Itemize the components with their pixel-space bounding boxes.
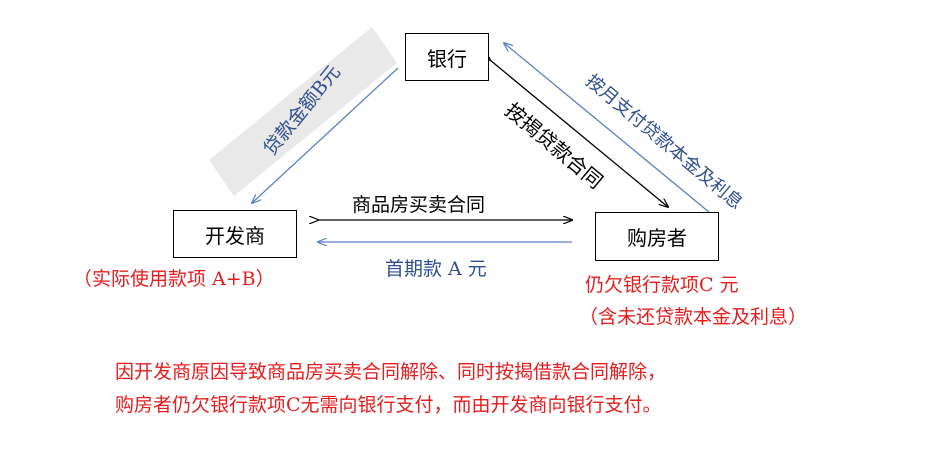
conclusion-line2: 购房者仍欠银行款项C无需向银行支付，而由开发商向银行支付。 [115, 394, 662, 416]
conclusion-line1: 因开发商原因导致商品房买卖合同解除、同时按揭借款合同解除， [115, 361, 667, 383]
loan-label-highlight [209, 27, 397, 196]
developer-label: 开发商 [205, 223, 265, 248]
buyer-owes-note-line1: 仍欠银行款项C 元 [585, 274, 739, 296]
buyer-node: 购房者 [595, 212, 719, 261]
bank-node: 银行 [405, 33, 489, 81]
loan-arrow [252, 67, 399, 203]
buyer-label: 购房者 [627, 226, 687, 250]
developer-node: 开发商 [173, 210, 297, 258]
sale-contract-label: 商品房买卖合同 [352, 194, 486, 216]
down-payment-label: 首期款 A 元 [385, 258, 487, 280]
buyer-owes-note-line2: （含未还贷款本金及利息） [579, 306, 808, 328]
developer-actual-used-note: （实际使用款项 A+B） [73, 268, 275, 290]
mortgage-contract-arrow [490, 60, 668, 207]
bank-label: 银行 [427, 46, 467, 71]
